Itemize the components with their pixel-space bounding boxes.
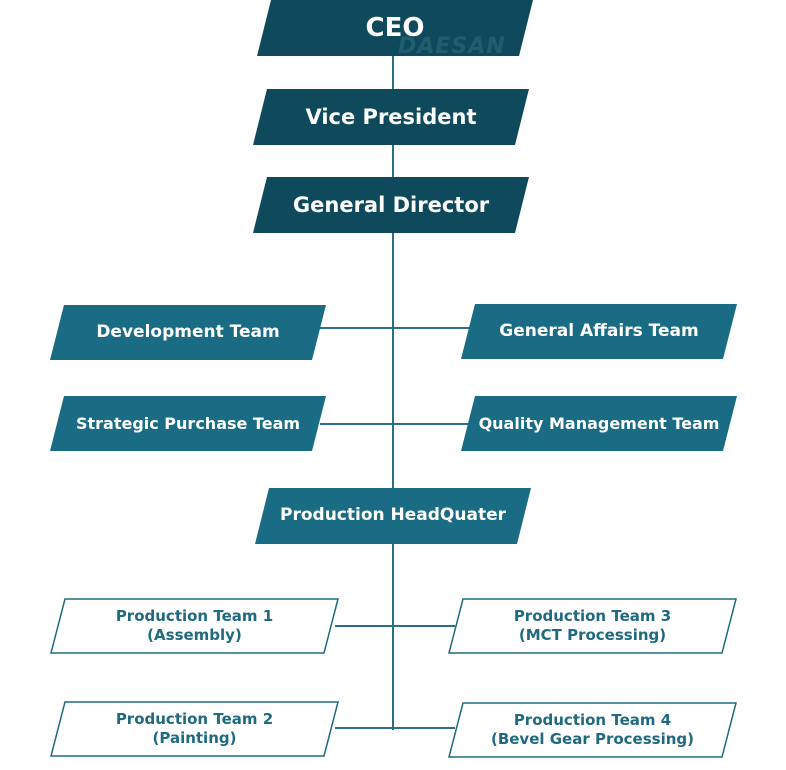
- production-team-1-subtitle: (Assembly): [147, 626, 242, 644]
- general-affairs-team-box: General Affairs Team: [461, 304, 737, 359]
- strategic-purchase-team-label: Strategic Purchase Team: [75, 413, 301, 433]
- production-team-1-name: Production Team 1: [115, 607, 274, 626]
- daesan-watermark: DAESAN: [398, 34, 506, 59]
- vice-president-box: Vice President: [253, 89, 529, 145]
- vice-president-label: Vice President: [305, 104, 477, 129]
- production-team-2-name: Production Team 2: [115, 710, 274, 729]
- general-director-box: General Director: [253, 177, 529, 233]
- production-headquarter-box: Production HeadQuater: [255, 488, 531, 544]
- strategic-purchase-team-box: Strategic Purchase Team: [50, 396, 326, 451]
- general-affairs-team-label: General Affairs Team: [499, 320, 699, 341]
- production-team-4-subtitle: (Bevel Gear Processing): [490, 730, 695, 748]
- development-team-label: Development Team: [96, 321, 280, 342]
- production-team-3-box: Production Team 3 (MCT Processing): [448, 598, 737, 654]
- production-team-2-box: Production Team 2 (Painting): [50, 701, 339, 757]
- production-team-2-label: Production Team 2 (Painting): [116, 710, 273, 748]
- ceo-label: CEO: [365, 12, 425, 43]
- production-team-3-name: Production Team 3: [513, 607, 672, 626]
- quality-management-team-box: Quality Management Team: [461, 396, 737, 451]
- production-team-3-subtitle: (MCT Processing): [518, 626, 667, 644]
- production-team-4-label: Production Team 4 (Bevel Gear Processing…: [491, 711, 694, 749]
- production-team-1-label: Production Team 1 (Assembly): [116, 607, 273, 645]
- ceo-box: CEO: [257, 0, 533, 56]
- production-headquarter-label: Production HeadQuater: [280, 505, 506, 526]
- production-team-4-name: Production Team 4: [513, 711, 672, 730]
- production-team-2-subtitle: (Painting): [152, 729, 237, 747]
- production-team-1-box: Production Team 1 (Assembly): [50, 598, 339, 654]
- production-team-4-box: Production Team 4 (Bevel Gear Processing…: [448, 702, 737, 758]
- general-director-label: General Director: [292, 192, 490, 217]
- quality-management-team-label: Quality Management Team: [478, 413, 720, 433]
- development-team-box: Development Team: [50, 305, 326, 360]
- production-team-3-label: Production Team 3 (MCT Processing): [514, 607, 671, 645]
